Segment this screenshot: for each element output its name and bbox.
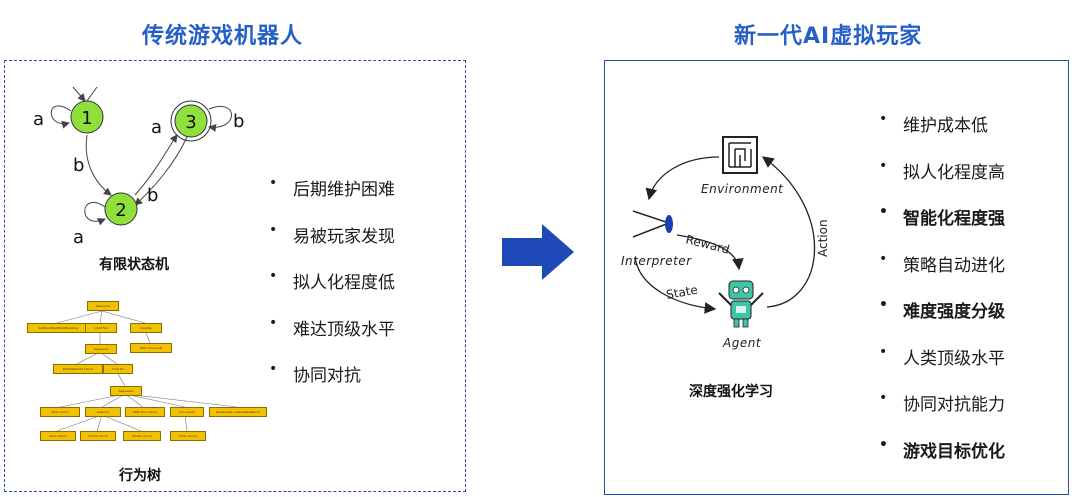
fsm-state-label: 1 (81, 108, 92, 129)
left-bullet-item: 后期维护困难 (269, 175, 395, 222)
left-bullet-item: 难达顶级水平 (269, 315, 395, 362)
environment-label: Environment (701, 182, 784, 196)
rl-diagram: Environment Interpreter Agent Reward Sta… (621, 136, 830, 350)
bt-node: Sequence (87, 301, 119, 311)
behavior-tree-edges (56, 310, 238, 432)
fsm-caption: 有限状态机 (99, 257, 169, 273)
fsm-diagram: 1 3 2 a b a b b a (33, 86, 244, 248)
state-label: State (665, 283, 699, 302)
bt-node: Pop(FieldGold (door) (53, 364, 103, 374)
bt-node: Walk thru (door) (125, 407, 165, 417)
bt-node: Until Fail (85, 323, 117, 333)
maze-icon (722, 136, 758, 174)
fsm-transition-label: b (73, 155, 84, 176)
right-bullet-list: 维护成本低 拟人化程度高 智能化程度强 策略自动进化 难度强度分级 人类顶级水平… (879, 111, 1005, 483)
right-arrow-icon (502, 224, 574, 280)
eye-icon (632, 210, 673, 238)
bt-node: Walk (door) (40, 407, 80, 417)
fsm-state-3 (174, 104, 208, 138)
left-bullet-item: 拟人化程度低 (269, 268, 395, 315)
left-title: 传统游戏机器人 (142, 24, 304, 49)
bt-node: Unlock (door) (80, 431, 116, 441)
robot-icon (718, 280, 764, 328)
agent-label: Agent (722, 336, 762, 350)
bt-node: SetVariable (lostOutsideDoor) (209, 407, 267, 417)
right-bullet-item: 游戏目标优化 (879, 437, 1005, 484)
bt-node: Sequence (110, 386, 142, 396)
right-bullet-item: 拟人化程度高 (879, 158, 1005, 205)
behavior-tree-caption: 行为树 (119, 468, 161, 484)
fsm-state-label: 2 (115, 200, 126, 221)
bt-node: Inverter (103, 364, 133, 374)
bt-node: Open (door) (40, 431, 76, 441)
right-bullet-item: 智能化程度强 (879, 204, 1005, 251)
fsm-transition-label: a (73, 227, 84, 248)
right-panel: Environment Interpreter Agent Reward Sta… (604, 60, 1069, 495)
bt-node: Smash (door) (123, 431, 161, 441)
left-bullet-list: 后期维护困难 易被玩家发现 拟人化程度低 难达顶级水平 协同对抗 (269, 175, 395, 408)
bt-node: Walk (doorOut) (130, 343, 172, 353)
right-bullet-item: 策略自动进化 (879, 251, 1005, 298)
fsm-state-1 (70, 100, 104, 134)
fsm-transition-label: b (233, 111, 244, 132)
right-bullet-item: 维护成本低 (879, 111, 1005, 158)
rl-caption: 深度强化学习 (689, 384, 773, 400)
left-panel: 1 3 2 a b a b b a 有限状态机 Sequence SetDoor… (4, 60, 466, 492)
right-bullet-item: 协同对抗能力 (879, 390, 1005, 437)
bt-node: Inverter (130, 323, 162, 333)
bt-node: SetDoorBlastFromBuilding (27, 323, 89, 333)
fsm-transition-label: a (33, 109, 44, 130)
right-title: 新一代AI虚拟玩家 (734, 24, 923, 49)
bt-node: Sequence (85, 344, 117, 354)
right-bullet-item: 人类顶级水平 (879, 344, 1005, 391)
bt-node: Close (door) (170, 431, 206, 441)
action-label: Action (816, 219, 830, 257)
fsm-transition-label: b (147, 185, 158, 206)
fsm-transition-label: a (151, 117, 162, 138)
fsm-state-2 (104, 192, 138, 226)
left-bullet-item: 易被玩家发现 (269, 222, 395, 269)
interpreter-label: Interpreter (621, 254, 692, 268)
left-bullet-item: 协同对抗 (269, 361, 395, 408)
fsm-state-label: 3 (185, 112, 196, 133)
bt-node: Selector (85, 407, 121, 417)
right-bullet-item: 难度强度分级 (879, 297, 1005, 344)
bt-node: Succeeder (170, 407, 204, 417)
